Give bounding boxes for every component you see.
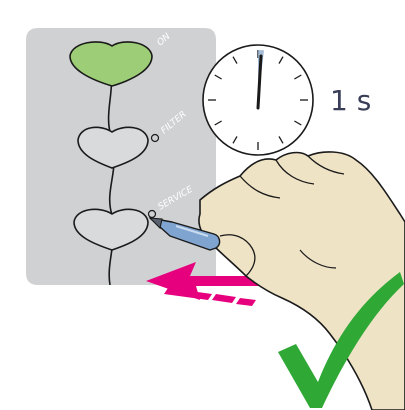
stopwatch-icon bbox=[202, 44, 314, 156]
on-button-shape bbox=[69, 41, 153, 87]
on-button[interactable]: ON bbox=[69, 32, 173, 87]
service-indicator-icon bbox=[147, 209, 157, 219]
filter-button-shape bbox=[77, 126, 149, 169]
pen-icon bbox=[148, 217, 221, 251]
stopwatch-hand bbox=[256, 54, 263, 110]
checkmark-icon bbox=[278, 272, 404, 408]
filter-indicator-icon bbox=[150, 133, 160, 143]
timer-duration-label: 1 s bbox=[330, 84, 371, 117]
push-arrow-icon bbox=[146, 262, 262, 306]
service-button-shape bbox=[73, 208, 149, 251]
